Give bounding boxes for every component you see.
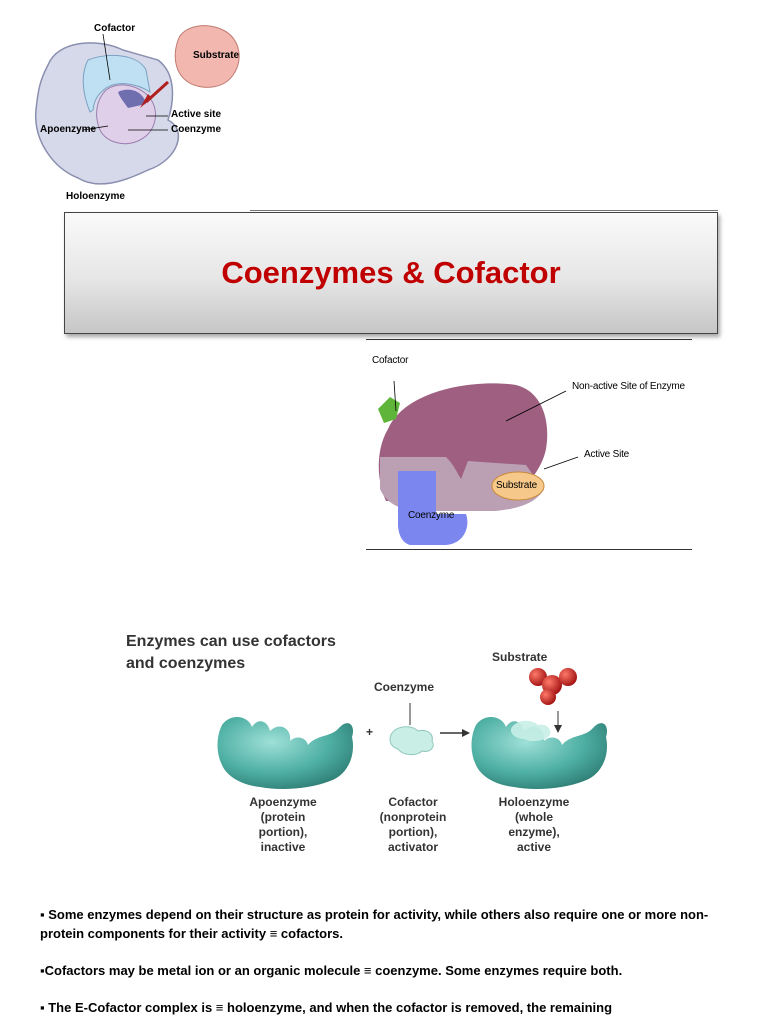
apoenzyme-line-2: (protein <box>260 810 306 824</box>
diagram-top-rule <box>366 339 692 340</box>
enzyme-structure-illustration <box>35 25 240 185</box>
label-cofactor: Cofactor (nonprotein portion), activator <box>368 795 458 855</box>
cofactor-line-4: activator <box>387 840 439 854</box>
cofactor-line-2: (nonprotein <box>379 810 447 824</box>
cofactor-site-diagram: Cofactor Non-active Site of Enzyme Activ… <box>366 339 692 551</box>
bullet-item: ▪ The E-Cofactor complex is ≡ holoenzyme… <box>40 1000 613 1015</box>
label-apoenzyme: Apoenzyme (protein portion), inactive <box>238 795 328 855</box>
divider-line <box>250 210 718 211</box>
enzyme-cofactor-figure: Enzymes can use cofactors and coenzymes <box>120 625 620 865</box>
diagram-bottom-rule <box>366 549 692 550</box>
enzyme-illustration <box>217 668 608 789</box>
holoenzyme-line-2: (whole <box>515 810 553 824</box>
holoenzyme-line-3: enzyme), <box>508 825 560 839</box>
label-substrate: Substrate <box>193 50 240 61</box>
label-coenzyme: Coenzyme <box>171 124 222 135</box>
bullet-item: ▪Cofactors may be metal ion or an organi… <box>40 963 623 978</box>
label-active-site: Active site <box>171 109 222 120</box>
heading-line-2: and coenzymes <box>126 655 246 672</box>
cofactor-line-1: Cofactor <box>388 795 438 809</box>
enzyme-structure-diagram: Cofactor Substrate Active site Apoenzyme… <box>28 20 258 210</box>
label-substrate: Substrate <box>492 650 548 664</box>
cofactor-line-3: portion), <box>388 825 438 839</box>
plus-sign: + <box>366 725 374 739</box>
label-coenzyme: Coenzyme <box>374 680 435 694</box>
label-holoenzyme: Holoenzyme (whole enzyme), active <box>486 795 582 855</box>
page-title: Coenzymes & Cofactor <box>221 255 561 290</box>
label-coenzyme: Coenzyme <box>408 510 455 521</box>
heading-line-1: Enzymes can use cofactors <box>126 633 336 650</box>
label-non-active-site: Non-active Site of Enzyme <box>572 381 685 392</box>
apoenzyme-line-3: portion), <box>258 825 308 839</box>
holoenzyme-line-4: active <box>516 840 552 854</box>
apoenzyme-line-1: Apoenzyme <box>249 795 317 809</box>
label-substrate: Substrate <box>496 480 538 491</box>
apoenzyme-line-4: inactive <box>260 840 306 854</box>
label-holoenzyme: Holoenzyme <box>66 191 125 202</box>
title-banner: Coenzymes & Cofactor <box>64 212 718 334</box>
figure-heading: Enzymes can use cofactors and coenzymes <box>126 631 336 675</box>
cofactor-site-illustration <box>378 380 579 545</box>
holoenzyme-line-1: Holoenzyme <box>498 795 570 809</box>
label-apoenzyme: Apoenzyme <box>40 124 97 135</box>
bullet-list: ▪ Some enzymes depend on their structure… <box>40 905 740 1035</box>
label-active-site: Active Site <box>584 449 630 460</box>
label-cofactor: Cofactor <box>372 355 409 366</box>
label-cofactor: Cofactor <box>94 23 136 34</box>
bullet-item: ▪ Some enzymes depend on their structure… <box>40 907 709 941</box>
